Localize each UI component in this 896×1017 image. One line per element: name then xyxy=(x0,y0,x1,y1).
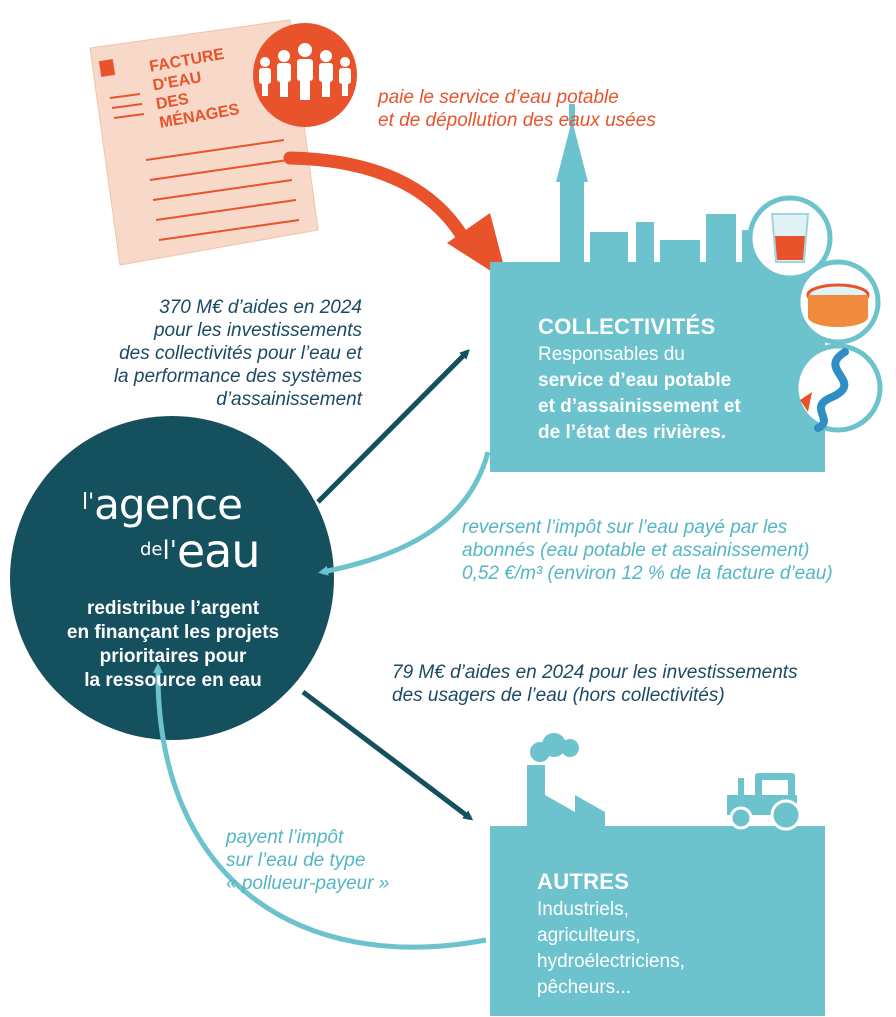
aid-others-line: 79 M€ d’aides en 2024 pour les investiss… xyxy=(392,662,798,683)
aid-collectivites-line: des collectivités pour l’eau et xyxy=(119,343,362,364)
household-payment-arrow xyxy=(283,151,477,257)
household-payment-line: paie le service d’eau potable xyxy=(378,87,619,108)
collectivites-title: COLLECTIVITÉS xyxy=(538,314,716,339)
people-group-icon xyxy=(253,23,357,127)
polluter-pays-arrow xyxy=(152,663,487,950)
polluter-pays-line: sur l’eau de type xyxy=(226,850,366,871)
collectivites-box xyxy=(490,104,825,472)
agency-line: prioritaires pour xyxy=(99,646,247,667)
agency-logo-line2: del'eau xyxy=(140,524,261,578)
invoice-title: FACTURE D'EAU DES MÉNAGES xyxy=(148,44,241,133)
polluter-pays-line: « pollueur-payeur » xyxy=(226,873,390,894)
aid-collectivites-arrow xyxy=(316,349,470,504)
agency-line: redistribue l’argent xyxy=(86,598,260,619)
reversal-line: reversent l’impôt sur l’eau payé par les xyxy=(462,517,788,538)
river-icon xyxy=(793,343,883,433)
household-payment-label: paie le service d’eau potable et de dépo… xyxy=(378,86,656,132)
reversal-line: 0,52 €/m³ (environ 12 % de la facture d’… xyxy=(462,563,833,584)
logo-prefix: l' xyxy=(82,490,95,515)
autres-line: pêcheurs... xyxy=(537,977,631,998)
factory-icon xyxy=(527,733,605,835)
agency-line: la ressource en eau xyxy=(84,670,262,691)
autres-line: agriculteurs, xyxy=(537,925,641,946)
aid-collectivites-line: 370 M€ d’aides en 2024 xyxy=(159,297,362,318)
logo-word: agence xyxy=(94,480,243,529)
aid-others-arrow xyxy=(301,690,474,821)
polluter-pays-label: payent l’impôt sur l’eau de type « pollu… xyxy=(226,826,389,895)
logo-word: eau xyxy=(176,524,261,578)
agency-circle xyxy=(10,416,334,740)
collectivites-line: de l’état des rivières. xyxy=(538,422,726,443)
autres-description: Industriels, agriculteurs, hydroélectric… xyxy=(537,897,685,1001)
collectivites-line: Responsables du xyxy=(538,344,685,365)
reversal-label: reversent l’impôt sur l’eau payé par les… xyxy=(462,516,833,585)
polluter-pays-line: payent l’impôt xyxy=(226,827,344,848)
reversal-arrow xyxy=(318,451,491,576)
pan-icon xyxy=(795,259,881,345)
tractor-icon xyxy=(727,773,802,831)
household-payment-line: et de dépollution des eaux usées xyxy=(378,110,656,131)
aid-collectivites-label: 370 M€ d’aides en 2024 pour les investis… xyxy=(60,296,362,411)
aid-others-label: 79 M€ d’aides en 2024 pour les investiss… xyxy=(392,661,798,707)
aid-others-line: des usagers de l’eau (hors collectivités… xyxy=(392,685,725,706)
agency-logo: l'agence xyxy=(82,480,243,529)
collectivites-description: Responsables du service d’eau potable et… xyxy=(538,342,741,446)
reversal-line: abonnés (eau potable et assainissement) xyxy=(462,540,810,561)
aid-collectivites-line: la performance des systèmes xyxy=(113,366,362,387)
aid-collectivites-line: d’assainissement xyxy=(216,389,362,410)
collectivites-line: service d’eau potable xyxy=(538,370,732,391)
autres-title: AUTRES xyxy=(537,869,630,894)
logo-small: de xyxy=(140,539,163,560)
autres-line: Industriels, xyxy=(537,899,629,920)
logo-prefix: l' xyxy=(162,536,177,566)
glass-icon xyxy=(747,195,833,281)
collectivites-line: et d’assainissement et xyxy=(538,396,741,417)
aid-collectivites-line: pour les investissements xyxy=(153,320,362,341)
autres-line: hydroélectriciens, xyxy=(537,951,685,972)
autres-box xyxy=(490,826,825,1016)
agency-description: redistribue l’argent en finançant les pr… xyxy=(42,597,304,693)
agency-line: en finançant les projets xyxy=(66,622,280,643)
